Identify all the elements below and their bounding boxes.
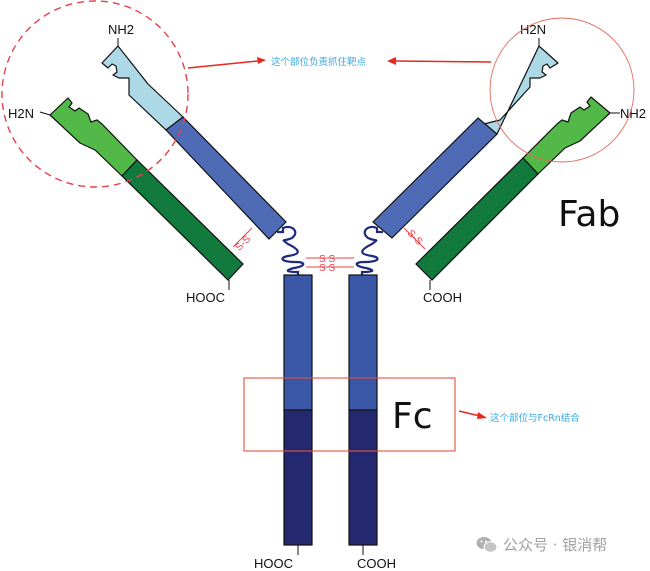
right-light-c-terminus-label: COOH <box>423 290 462 305</box>
watermark-text: 公众号 · 银消帮 <box>503 536 608 554</box>
fcrn-binding-note: 这个部位与FcRn结合 <box>490 412 580 424</box>
fab-region-label: Fab <box>558 194 620 235</box>
left-heavy-n-terminus-label: NH2 <box>108 22 134 37</box>
left-antigen-binding-highlight <box>1 0 189 188</box>
left-fc-c-terminus-label: HOOC <box>254 556 293 571</box>
svg-text:S S: S S <box>319 263 335 274</box>
watermark: 公众号 · 银消帮 <box>476 534 607 555</box>
right-heavy-n-terminus-label: H2N <box>520 22 546 37</box>
left-light-variable-domain <box>49 97 138 177</box>
svg-text:S-S: S-S <box>234 234 254 254</box>
fcrn-arrow <box>458 410 487 419</box>
left-arm-disulfide-bond: S-S <box>232 227 254 254</box>
right-heavy-chain <box>372 45 559 239</box>
left-fc-chain <box>283 274 313 546</box>
right-heavy-variable-domain <box>479 45 559 135</box>
left-heavy-variable-domain <box>101 45 184 131</box>
left-hinge-region <box>277 225 305 276</box>
right-fc-ch3-domain <box>348 409 378 546</box>
fc-region-label: Fc <box>392 396 433 437</box>
antigen-arrow-right <box>387 57 492 65</box>
right-fc-ch2-domain <box>348 274 378 411</box>
right-hinge-region <box>355 225 383 276</box>
left-light-c-terminus-label: HOOC <box>186 290 225 305</box>
wechat-icon <box>476 536 498 554</box>
antigen-arrow-left <box>187 57 266 69</box>
left-light-chain <box>49 97 244 281</box>
left-fc-ch2-domain <box>283 274 313 411</box>
right-heavy-constant-domain <box>372 117 498 239</box>
left-heavy-constant-domain <box>165 116 287 240</box>
left-fc-ch3-domain <box>283 409 313 546</box>
right-fc-chain <box>348 274 378 546</box>
svg-text:S S: S S <box>319 254 335 265</box>
antigen-binding-note: 这个部位负责抓住靶点 <box>271 56 367 68</box>
left-heavy-chain <box>101 45 287 240</box>
right-light-chain <box>415 96 611 281</box>
right-light-variable-domain <box>522 96 611 175</box>
right-light-constant-domain <box>415 157 539 281</box>
left-light-constant-domain <box>121 159 244 281</box>
right-light-n-terminus-label: NH2 <box>620 106 646 121</box>
fcrn-binding-highlight <box>243 377 456 452</box>
svg-text:S-S: S-S <box>405 228 425 248</box>
right-antigen-binding-highlight <box>489 17 635 163</box>
hinge-disulfide-bonds: S S S S <box>306 254 354 274</box>
right-fc-c-terminus-label: COOH <box>357 556 396 571</box>
left-light-n-terminus-label: H2N <box>8 106 34 121</box>
right-arm-disulfide-bond: S-S <box>403 227 426 250</box>
